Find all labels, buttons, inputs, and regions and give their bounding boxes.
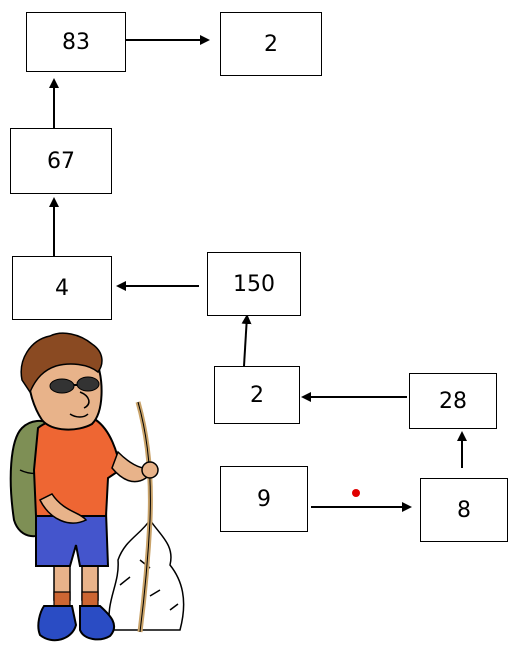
arrow-2-to-150 — [241, 314, 252, 367]
hair — [20, 332, 103, 394]
box-28: 28 — [409, 373, 497, 429]
box-67: 67 — [10, 128, 112, 194]
left-arm — [38, 493, 88, 524]
box-150: 150 — [207, 252, 301, 316]
box-2-mid: 2 — [214, 366, 300, 424]
box-83: 83 — [26, 12, 126, 72]
hiker-head — [20, 332, 103, 431]
box-9: 9 — [220, 466, 308, 532]
box-4: 4 — [12, 256, 112, 320]
box-2-top: 2 — [220, 12, 322, 76]
boots-icon — [37, 605, 116, 642]
box-8: 8 — [420, 478, 508, 542]
red-dot-marker — [352, 489, 360, 497]
shorts — [35, 511, 110, 567]
sunglasses-icon — [49, 376, 100, 394]
